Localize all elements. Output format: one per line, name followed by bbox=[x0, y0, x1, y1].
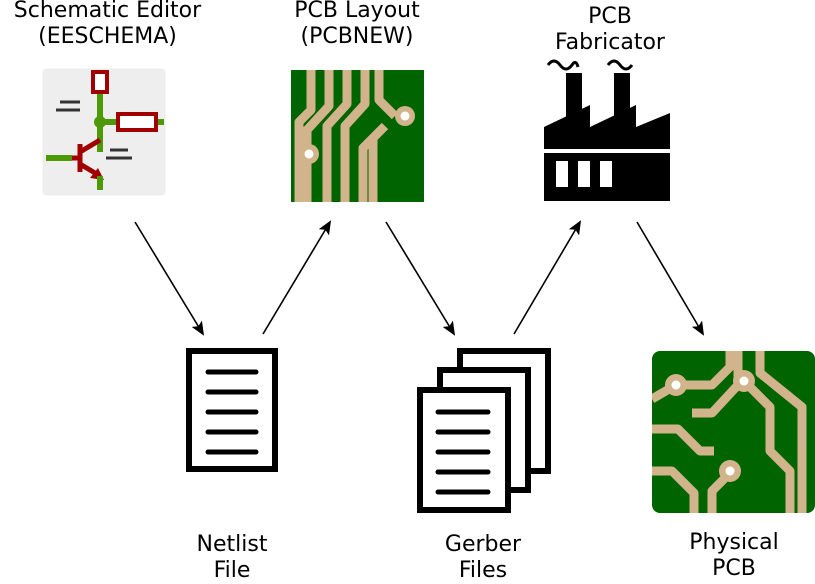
physical-pcb-title: Physical bbox=[689, 530, 779, 555]
pcb-fabricator-title: PCB bbox=[588, 4, 632, 29]
documents-stack-icon bbox=[416, 348, 552, 514]
schematic-editor-label: Schematic Editor (EESCHEMA) bbox=[0, 0, 215, 50]
pcb-layout-title: PCB Layout bbox=[294, 0, 420, 23]
pcb-layout-subtitle: (PCBNEW) bbox=[300, 24, 414, 49]
arrow-gerber-to-fabricator bbox=[513, 220, 582, 335]
pcb-layout-label: PCB Layout (PCBNEW) bbox=[271, 0, 443, 50]
arrow-netlist-to-pcb-layout bbox=[262, 220, 332, 335]
gerber-files-title: Gerber bbox=[444, 532, 522, 557]
circuit-board-icon bbox=[652, 351, 815, 513]
document-icon bbox=[186, 348, 278, 472]
netlist-file-title: Netlist bbox=[196, 532, 268, 557]
arrow-schematic-to-netlist bbox=[134, 221, 205, 336]
schematic-editor-title: Schematic Editor bbox=[13, 0, 202, 23]
netlist-file-subtitle: File bbox=[213, 558, 251, 583]
pcb-fabricator-subtitle: Fabricator bbox=[555, 30, 665, 55]
arrow-pcb-layout-to-gerber bbox=[385, 221, 456, 336]
pcb-layout-icon bbox=[291, 70, 424, 202]
schematic-editor-icon bbox=[42, 68, 166, 196]
netlist-file-label: Netlist File bbox=[172, 532, 292, 584]
pcb-fabricator-label: PCB Fabricator bbox=[530, 4, 690, 56]
gerber-files-subtitle: Files bbox=[458, 558, 508, 583]
factory-icon bbox=[540, 55, 675, 202]
gerber-files-label: Gerber Files bbox=[423, 532, 543, 584]
arrow-fabricator-to-physical bbox=[636, 221, 705, 336]
schematic-editor-subtitle: (EESCHEMA) bbox=[38, 24, 177, 49]
physical-pcb-subtitle: PCB bbox=[712, 556, 756, 581]
physical-pcb-label: Physical PCB bbox=[670, 530, 798, 582]
